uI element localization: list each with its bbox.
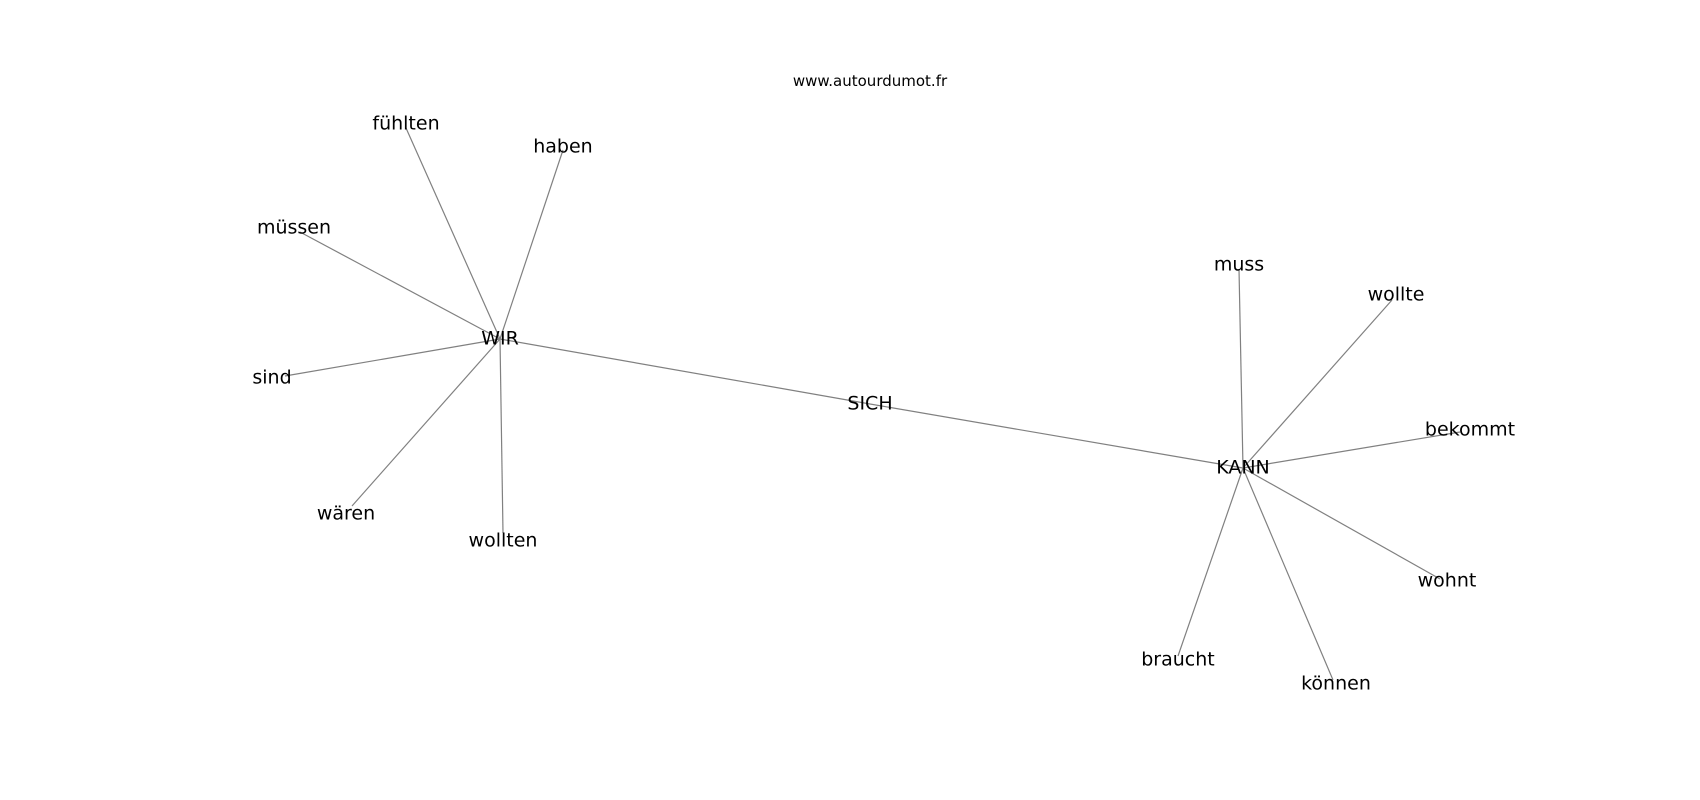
edges-layer (284, 127, 1461, 681)
edge-wir-wollten (499, 338, 504, 534)
node-label-braucht[interactable]: braucht (1141, 649, 1215, 671)
edge-wir-haben (499, 149, 564, 340)
node-label-bekommt[interactable]: bekommt (1425, 419, 1515, 441)
node-label-sind[interactable]: sind (252, 367, 291, 389)
edge-kann-muss (1238, 268, 1244, 469)
edge-wir-waeren (351, 338, 501, 507)
node-label-kann[interactable]: KANN (1216, 457, 1270, 479)
node-label-wohnt[interactable]: wohnt (1418, 570, 1477, 592)
node-label-waeren[interactable]: wären (317, 503, 375, 525)
edge-wir-sind (284, 338, 501, 377)
node-label-muss[interactable]: muss (1214, 254, 1264, 276)
edge-wir-sich (499, 338, 871, 405)
edge-kann-braucht (1177, 467, 1244, 657)
nodes-layer: SICH WIR KANN fühlten haben müssen sind wären wo… (252, 113, 1515, 695)
edge-kann-wollte (1242, 299, 1393, 469)
node-label-haben[interactable]: haben (533, 136, 592, 158)
node-label-wollte[interactable]: wollte (1368, 284, 1425, 306)
edge-wir-muessen (299, 231, 501, 340)
edge-kann-koennen (1242, 467, 1334, 681)
node-label-wollten[interactable]: wollten (469, 530, 538, 552)
watermark-text: www.autourdumot.fr (792, 72, 948, 90)
edge-sich-kann (869, 403, 1244, 469)
node-label-wir[interactable]: WIR (481, 328, 519, 350)
node-label-muessen[interactable]: müssen (257, 217, 331, 239)
node-label-fuehlten[interactable]: fühlten (372, 113, 439, 135)
edge-kann-wohnt (1242, 467, 1441, 580)
node-label-sich[interactable]: SICH (847, 393, 892, 415)
edge-wir-fuehlten (405, 127, 501, 340)
edge-kann-bekommt (1242, 431, 1461, 469)
node-label-koennen[interactable]: können (1301, 673, 1371, 695)
